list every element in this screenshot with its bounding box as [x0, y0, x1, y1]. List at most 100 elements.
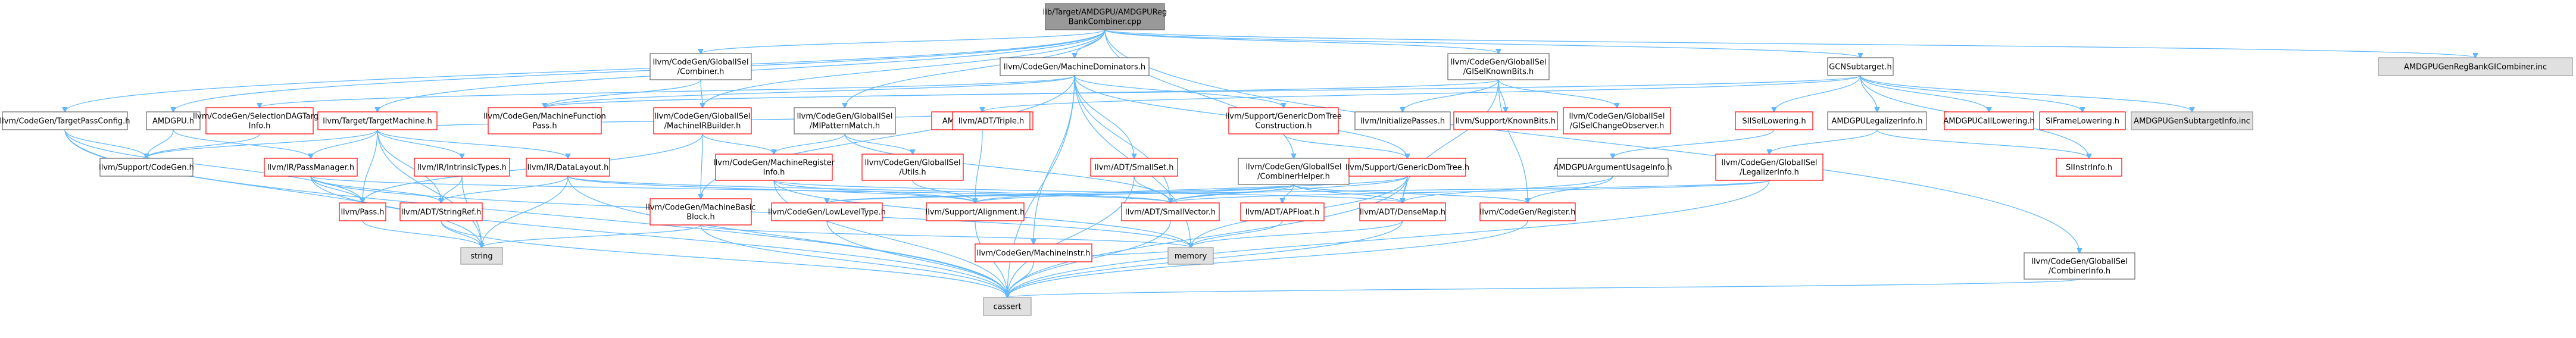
node-label: /Combiner.h [677, 68, 725, 77]
node-giselutils[interactable]: llvm/CodeGen/GlobalISel/Utils.h [861, 154, 964, 181]
edge-stringref-to-cassert [441, 220, 1007, 298]
node-pass[interactable]: llvm/Pass.h [339, 202, 386, 221]
node-label: Pass.h [532, 122, 557, 131]
node-densemap[interactable]: llvm/ADT/DenseMap.h [1359, 202, 1446, 221]
edge-passmgr-to-stringref [310, 176, 441, 203]
node-mipattern[interactable]: llvm/CodeGen/GlobalISel/MIPatternMatch.h [794, 107, 896, 134]
node-label: llvm/ADT/StringRef.h [401, 208, 481, 217]
node-label: /GISelKnownBits.h [1463, 68, 1534, 77]
edge-root-to-combinerinfo [1104, 29, 2079, 253]
node-cassert: cassert [983, 297, 1032, 316]
node-cgregister[interactable]: llvm/CodeGen/Register.h [1479, 202, 1576, 221]
edge-combinerinfo-to-cassert [1007, 278, 2080, 298]
node-label: /CombinerHelper.h [1257, 173, 1330, 181]
node-label: llvm/CodeGen/GlobalISel [1245, 163, 1341, 172]
node-label: llvm/CodeGen/MachineInstr.h [977, 249, 1091, 258]
node-amdgpuh[interactable]: AMDGPU.h [146, 111, 201, 130]
node-box [975, 243, 1092, 262]
node-label: llvm/ADT/Triple.h [958, 117, 1024, 126]
node-lowlevel[interactable]: llvm/CodeGen/LowLevelType.h [768, 202, 886, 221]
node-label: SIISelLowering.h [1742, 117, 1806, 126]
node-mdom[interactable]: llvm/CodeGen/MachineDominators.h [1000, 57, 1150, 76]
node-box [146, 111, 201, 130]
node-label: AMDGPUArgumentUsageInfo.h [1553, 164, 1672, 173]
node-box [1348, 158, 1466, 177]
edge-passmgr-to-smallvector [310, 176, 1170, 203]
node-siinstr[interactable]: SIInstrInfo.h [2056, 158, 2122, 177]
node-passmgr[interactable]: llvm/IR/PassManager.h [264, 158, 358, 177]
edge-combhelper-to-cgregister [1293, 184, 1528, 203]
edge-root-to-gcnsub [1104, 29, 1860, 58]
edge-mregister-to-cassert [773, 180, 1007, 298]
node-initpasses[interactable]: llvm/InitializePasses.h [1354, 111, 1451, 130]
node-label: SIInstrInfo.h [2066, 164, 2112, 173]
edge-mregister-to-densemap [773, 180, 1403, 203]
node-supcodegen[interactable]: llvm/Support/CodeGen.h [99, 158, 194, 177]
node-stringref[interactable]: llvm/ADT/StringRef.h [399, 202, 483, 221]
node-label: /MIPatternMatch.h [810, 122, 880, 131]
node-label: llvm/CodeGen/Register.h [1480, 208, 1576, 217]
node-gisellegal[interactable]: llvm/CodeGen/GlobalISel/LegalizerInfo.h [1715, 154, 1824, 181]
node-tpc[interactable]: llvm/CodeGen/TargetPassConfig.h [0, 111, 130, 130]
node-intrtypes[interactable]: llvm/IR/IntrinsicTypes.h [414, 158, 510, 177]
node-siframe[interactable]: SIFrameLowering.h [2039, 111, 2126, 130]
node-smallset[interactable]: llvm/ADT/SmallSet.h [1090, 158, 1178, 177]
node-triple[interactable]: llvm/ADT/Triple.h [952, 111, 1031, 130]
node-box [1167, 247, 1214, 265]
edge-amdgpuarg-to-densemap [1403, 176, 1613, 203]
edge-gcnsub-to-siisel [1774, 75, 1861, 112]
node-gdt[interactable]: llvm/Support/GenericDomTree.h [1345, 158, 1469, 177]
edge-mipattern-to-giselutils [844, 133, 913, 154]
node-datalayout[interactable]: llvm/IR/DataLayout.h [526, 158, 610, 177]
node-label: llvm/ADT/SmallSet.h [1094, 164, 1173, 173]
node-label: llvm/CodeGen/GlobalISel [1721, 159, 1817, 168]
node-box [1557, 158, 1669, 177]
node-box [317, 111, 438, 130]
node-gcnsub[interactable]: GCNSubtarget.h [1827, 57, 1894, 76]
node-gcombiner[interactable]: llvm/CodeGen/GlobalISel/Combiner.h [650, 53, 752, 80]
node-label: llvm/CodeGen/GlobalISel [2031, 258, 2127, 267]
edge-root-to-mdom [1075, 29, 1106, 58]
node-gdtc[interactable]: llvm/Support/GenericDomTreeConstruction.… [1225, 107, 1342, 134]
node-alignment[interactable]: llvm/Support/Alignment.h [926, 202, 1025, 221]
node-box [2, 111, 128, 130]
edge-densemap-to-memory [1191, 220, 1403, 248]
node-label: llvm/IR/PassManager.h [267, 164, 354, 173]
node-minstr[interactable]: llvm/CodeGen/MachineInstr.h [975, 243, 1092, 262]
node-label: llvm/CodeGen/TargetPassConfig.h [0, 117, 130, 126]
node-root[interactable]: lib/Target/AMDGPU/AMDGPURegBankCombiner.… [1043, 3, 1167, 30]
node-amdgpucall[interactable]: AMDGPUCallLowering.h [1943, 111, 2035, 130]
node-label: string [470, 252, 492, 261]
node-box [526, 158, 610, 177]
edge-datalayout-to-string [482, 176, 569, 248]
edge-mdom-to-seldag [260, 75, 1075, 108]
node-label: llvm/Support/CodeGen.h [99, 164, 194, 173]
node-box [1121, 202, 1220, 221]
edge-ttm-to-string [377, 129, 482, 248]
node-label: /LegalizerInfo.h [1740, 168, 1799, 177]
edge-gisel_known-to-giselchange [1498, 79, 1617, 108]
node-apfloat[interactable]: llvm/ADT/APFloat.h [1240, 202, 1325, 221]
node-knownbits[interactable]: llvm/Support/KnownBits.h [1453, 111, 1558, 130]
node-box [414, 158, 510, 177]
node-amdgpulegal[interactable]: AMDGPULegalizerInfo.h [1827, 111, 1927, 130]
edge-root-to-tpc [65, 29, 1106, 112]
node-siisel[interactable]: SIISelLowering.h [1735, 111, 1813, 130]
edge-seldag-to-supcodegen [146, 133, 260, 158]
node-amdgpuarg[interactable]: AMDGPUArgumentUsageInfo.h [1553, 158, 1672, 177]
node-smallvector[interactable]: llvm/ADT/SmallVector.h [1121, 202, 1220, 221]
nodes-layer: lib/Target/AMDGPU/AMDGPURegBankCombiner.… [0, 3, 2573, 316]
node-gisel_known[interactable]: llvm/CodeGen/GlobalISel/GISelKnownBits.h [1447, 53, 1550, 80]
node-combhelper[interactable]: llvm/CodeGen/GlobalISel/CombinerHelper.h [1238, 158, 1350, 185]
node-label: llvm/CodeGen/MachineDominators.h [1004, 63, 1145, 72]
node-mirbuilder[interactable]: llvm/CodeGen/GlobalISel/MachineIRBuilder… [653, 107, 752, 134]
node-combinerinfo[interactable]: llvm/CodeGen/GlobalISel/CombinerInfo.h [2024, 252, 2135, 280]
edge-smallset-to-cassert [1007, 176, 1135, 298]
node-ttm[interactable]: llvm/Target/TargetMachine.h [317, 111, 438, 130]
node-giselchange[interactable]: llvm/CodeGen/GlobalISel/GISelChangeObser… [1563, 107, 1671, 134]
node-box [1238, 158, 1350, 185]
